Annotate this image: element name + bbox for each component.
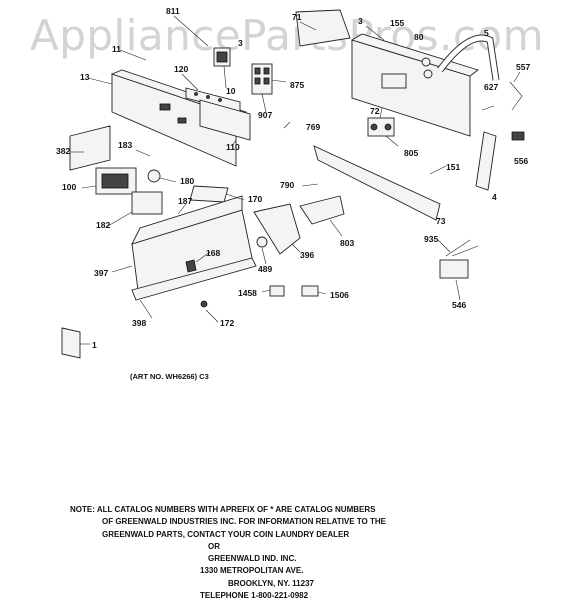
part-907-terminal-block bbox=[251, 63, 273, 95]
watermark: AppliancePartsPros.com bbox=[30, 11, 544, 60]
part-110-panel bbox=[199, 99, 251, 141]
part-label-1506: 1506 bbox=[330, 290, 349, 300]
part-172-screw bbox=[200, 300, 208, 308]
part-180-knob bbox=[147, 169, 161, 183]
leader-lines bbox=[70, 15, 521, 345]
note-line: OF GREENWALD INDUSTRIES INC. FOR INFORMA… bbox=[102, 517, 386, 527]
part-label-396: 396 bbox=[300, 250, 314, 260]
part-label-168: 168 bbox=[206, 248, 220, 258]
part-label-769: 769 bbox=[306, 122, 320, 132]
part-label-3b: 3 bbox=[358, 16, 363, 26]
note-line: 1330 METROPOLITAN AVE. bbox=[200, 566, 304, 576]
part-label-170: 170 bbox=[248, 194, 262, 204]
part-label-382: 382 bbox=[56, 146, 70, 156]
part-73-rail bbox=[313, 145, 441, 221]
part-546-harness bbox=[439, 259, 469, 279]
art-number: (ART NO. WH6266) C3 bbox=[130, 372, 209, 381]
part-label-120: 120 bbox=[174, 64, 188, 74]
part-1458-clip bbox=[269, 285, 285, 297]
part-10-switch bbox=[213, 47, 231, 67]
part-label-71: 71 bbox=[292, 12, 302, 22]
part-label-155: 155 bbox=[390, 18, 404, 28]
note-line: NOTE: ALL CATALOG NUMBERS WITH APREFIX O… bbox=[70, 505, 376, 514]
part-label-110: 110 bbox=[226, 142, 240, 152]
part-label-1: 1 bbox=[92, 340, 97, 350]
part-71-bracket bbox=[295, 9, 351, 47]
part-182-plate bbox=[131, 191, 163, 215]
note-line: BROOKLYN, NY. 11237 bbox=[228, 578, 314, 588]
part-label-182: 182 bbox=[96, 220, 110, 230]
part-label-5: 5 bbox=[484, 28, 489, 38]
part-803-bracket bbox=[299, 195, 345, 225]
part-1506-clip bbox=[301, 285, 319, 297]
part-397-housing bbox=[131, 195, 253, 291]
part-label-875: 875 bbox=[290, 80, 304, 90]
part-label-397: 397 bbox=[94, 268, 108, 278]
part-100-timer bbox=[95, 167, 137, 195]
note-line: GREENWALD PARTS, CONTACT YOUR COIN LAUND… bbox=[102, 529, 350, 539]
part-label-151: 151 bbox=[446, 162, 460, 172]
part-label-803: 803 bbox=[340, 238, 354, 248]
part-398-base bbox=[131, 257, 257, 301]
part-80-fitting bbox=[421, 57, 431, 67]
note-line: TELEPHONE 1-800-221-0982 bbox=[200, 591, 309, 601]
part-label-935: 935 bbox=[424, 234, 438, 244]
part-382-cover bbox=[69, 125, 111, 171]
part-label-172: 172 bbox=[220, 318, 234, 328]
dealer-note: NOTE: ALL CATALOG NUMBERS WITH APREFIX O… bbox=[70, 504, 510, 602]
part-label-790: 790 bbox=[280, 180, 294, 190]
part-label-3a: 3 bbox=[238, 38, 243, 48]
note-line: OR bbox=[208, 541, 220, 551]
part-label-73: 73 bbox=[436, 216, 446, 226]
note-line: GREENWALD IND. INC. bbox=[208, 554, 297, 564]
part-1-manual bbox=[61, 327, 81, 359]
part-label-183: 183 bbox=[118, 140, 132, 150]
part-170-plate bbox=[189, 185, 229, 203]
part-489-grommet bbox=[256, 236, 268, 248]
part-label-100: 100 bbox=[62, 182, 76, 192]
part-label-13: 13 bbox=[80, 72, 90, 82]
part-label-180: 180 bbox=[180, 176, 194, 186]
part-label-72: 72 bbox=[370, 106, 380, 116]
part-label-557: 557 bbox=[516, 62, 530, 72]
part-label-805: 805 bbox=[404, 148, 418, 158]
part-label-556: 556 bbox=[514, 156, 528, 166]
part-label-627: 627 bbox=[484, 82, 498, 92]
part-label-811: 811 bbox=[166, 6, 180, 16]
part-label-187: 187 bbox=[178, 196, 192, 206]
part-label-907: 907 bbox=[258, 110, 272, 120]
part-label-546: 546 bbox=[452, 300, 466, 310]
part-label-4: 4 bbox=[492, 192, 497, 202]
part-4-bracket bbox=[475, 131, 497, 191]
part-label-489: 489 bbox=[258, 264, 272, 274]
part-label-11: 11 bbox=[112, 44, 121, 54]
part-396-funnel bbox=[253, 203, 301, 255]
part-805-valve bbox=[367, 117, 395, 137]
part-label-80: 80 bbox=[414, 32, 424, 42]
part-556-plug bbox=[511, 131, 525, 141]
part-label-398: 398 bbox=[132, 318, 146, 328]
part-label-10: 10 bbox=[226, 86, 236, 96]
part-label-1458: 1458 bbox=[238, 288, 257, 298]
part-557-cord bbox=[509, 81, 523, 111]
